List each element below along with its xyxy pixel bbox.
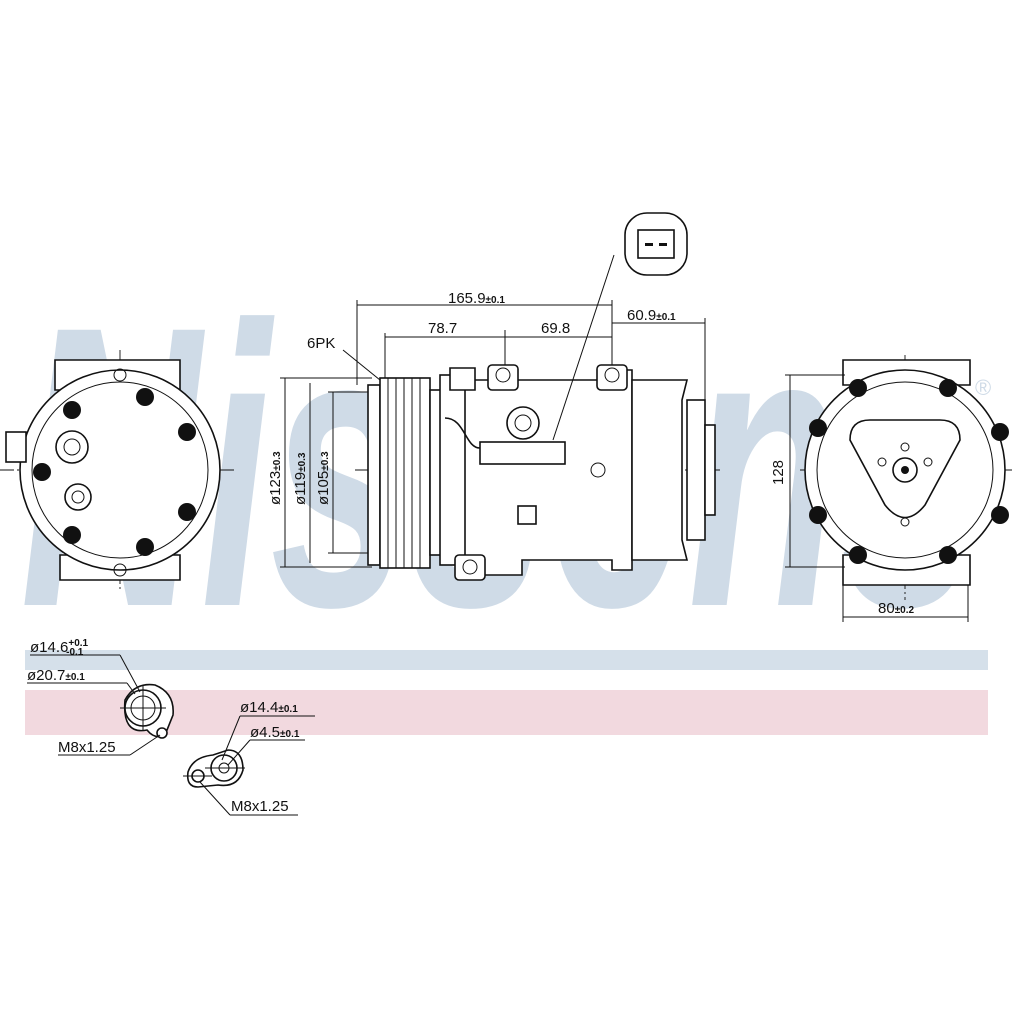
height-128-label: 128 [770,460,787,485]
front-view [0,350,235,590]
discharge-port [183,715,315,816]
discharge-thread-label: M8x1.25 [231,798,289,815]
mount-front-label: 78.7 [428,320,457,337]
pink-stripe [25,690,988,735]
side-dimensions [280,300,706,568]
suction-outer-diameter-label: ø20.7±0.1 [27,667,85,684]
suction-port [27,654,174,756]
side-view [355,364,720,581]
width-80-label: 80±0.2 [878,600,915,617]
connector-icon [552,212,688,441]
blue-stripe [25,650,988,670]
diameter-105-label: ø105±0.3 [315,451,332,505]
overall-length-label: 165.9±0.1 [448,290,505,307]
mount-rear-label: 69.8 [541,320,570,337]
suction-thread-label: M8x1.25 [58,739,116,756]
diameter-119-label: ø119±0.3 [292,452,309,505]
discharge-outer-diameter-label: ø14.4±0.1 [240,699,298,716]
rear-view [785,355,1015,622]
belt-label: 6PK [307,335,335,352]
discharge-inner-diameter-label: ø4.5±0.1 [250,724,300,741]
diameter-123-label: ø123±0.3 [267,451,284,505]
rear-length-label: 60.9±0.1 [627,307,676,324]
registered-mark: ® [975,375,991,400]
suction-inner-diameter-label: ø14.6+0.1-0.1 [30,638,89,658]
